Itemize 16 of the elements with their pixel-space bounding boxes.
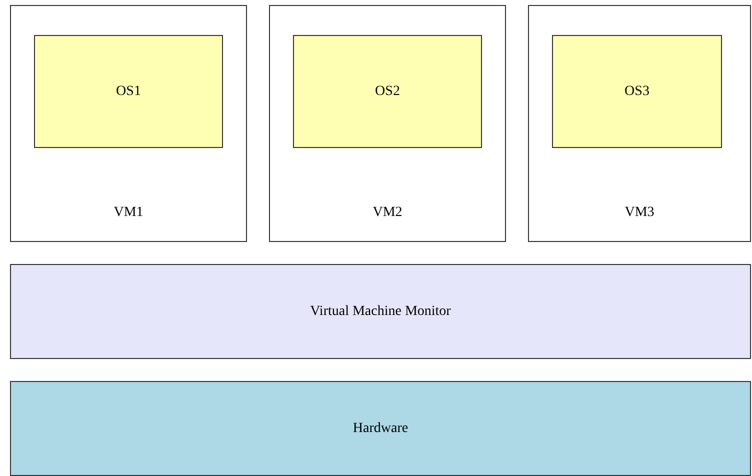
monitor-band <box>10 264 751 359</box>
hardware-band <box>10 381 751 476</box>
vm-box <box>528 5 751 242</box>
box-label: Virtual Machine Monitor <box>310 303 451 321</box>
box-label: OS1 <box>116 83 141 101</box>
box-label: Hardware <box>352 420 408 438</box>
vm-box <box>10 5 247 242</box>
os-box <box>34 35 223 148</box>
vm-box <box>269 5 506 242</box>
os-box <box>293 35 482 148</box>
box-label: OS2 <box>375 83 400 101</box>
box-label: VM3 <box>624 204 654 222</box>
box-label: OS3 <box>624 83 650 101</box>
box-label: VM2 <box>372 204 402 222</box>
box-label: VM1 <box>114 204 144 222</box>
os-box <box>552 35 722 148</box>
